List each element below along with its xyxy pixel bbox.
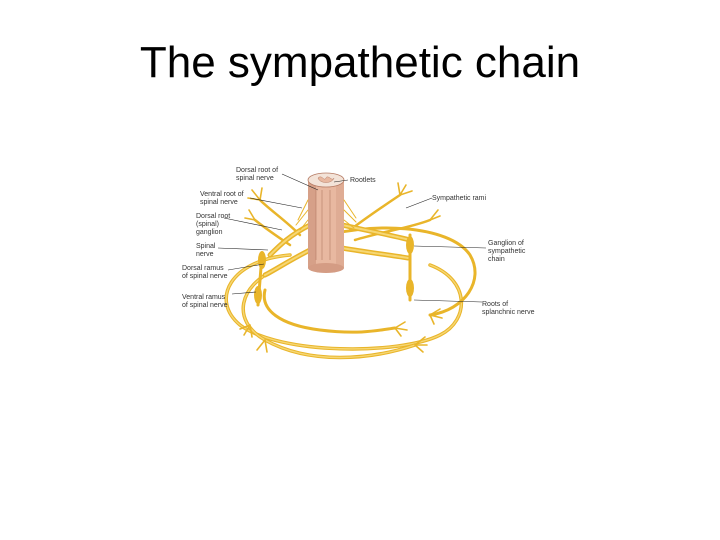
label-ventral-root: Ventral root of spinal nerve <box>200 191 246 206</box>
ganglion-right-lower <box>406 279 414 297</box>
ganglion-left-lower <box>254 286 262 304</box>
label-dorsal-root: Dorsal root of spinal nerve <box>236 167 280 182</box>
label-dorsal-root-ganglion: Dorsal root (spinal) ganglion <box>196 213 232 236</box>
label-dorsal-ramus: Dorsal ramus of spinal nerve <box>182 265 228 280</box>
leader-lines <box>217 173 487 303</box>
sympathetic-chain-illustration: Dorsal root of spinal nerve Rootlets Ven… <box>170 160 550 380</box>
ganglion-right-upper <box>406 236 414 254</box>
sympathetic-chains <box>254 233 414 307</box>
rootlets <box>295 199 357 231</box>
spinal-nerves <box>262 222 413 278</box>
label-rootlets: Rootlets <box>350 177 376 184</box>
label-ventral-ramus: Ventral ramus of spinal nerve <box>182 294 228 309</box>
label-ganglion-of-chain: Ganglion of sympathetic chain <box>488 240 527 263</box>
label-spinal-nerve: Spinal nerve <box>196 243 217 258</box>
label-splanchnic-roots: Roots of splanchnic nerve <box>482 301 535 316</box>
ganglion-left-upper <box>258 251 266 269</box>
sympathetic-chain-diagram: Dorsal root of spinal nerve Rootlets Ven… <box>182 167 535 360</box>
nerve-endings <box>239 182 443 353</box>
label-sympathetic-rami: Sympathetic rami <box>432 195 487 202</box>
spinal-cord <box>307 172 345 273</box>
slide-title: The sympathetic chain <box>139 38 581 87</box>
